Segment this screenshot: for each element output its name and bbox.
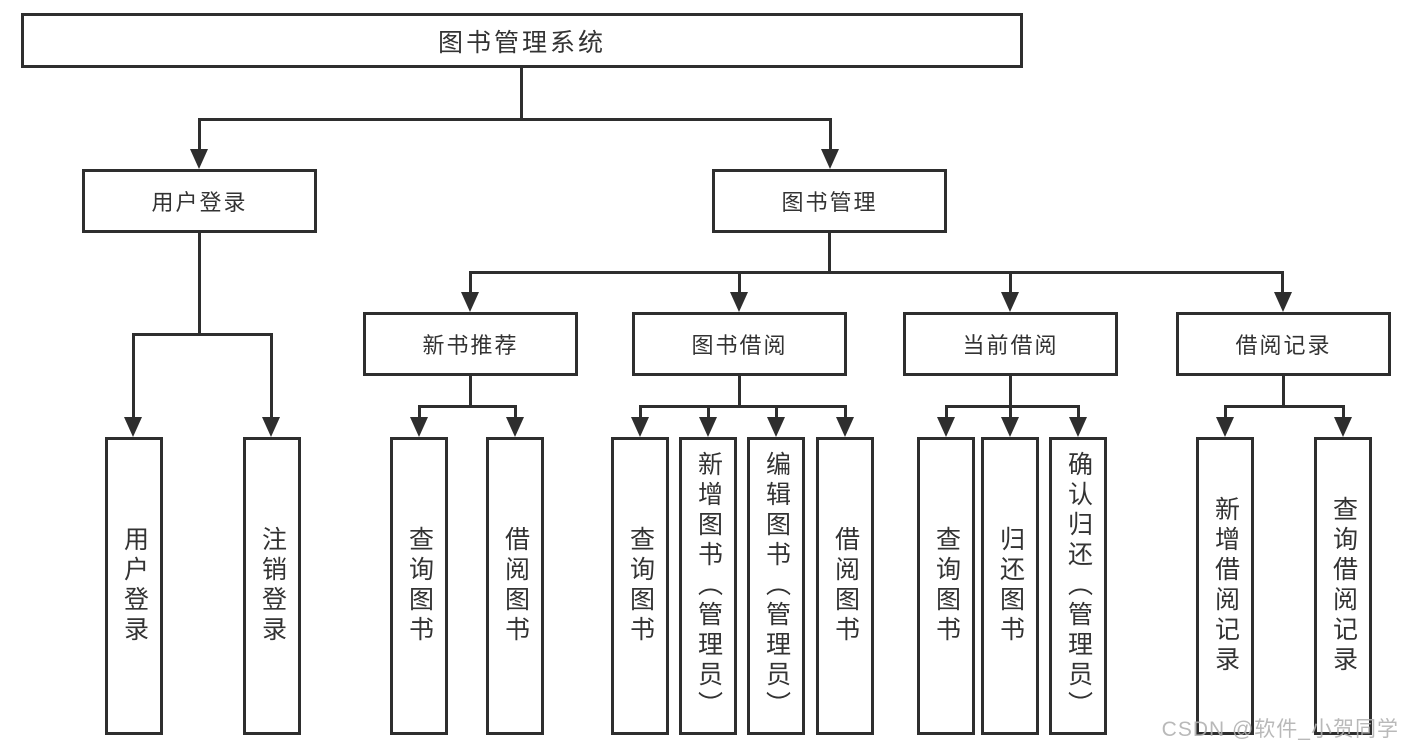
connector-line-vertical <box>132 333 135 419</box>
leaf-borrow-books: 借阅图书 <box>816 437 874 735</box>
node-new-book-recommend: 新书推荐 <box>363 312 578 376</box>
connector-line-vertical <box>520 68 523 120</box>
connector-line-vertical <box>469 271 472 294</box>
node-label: 确认归还（管理员） <box>1064 451 1093 721</box>
connector-line-vertical <box>270 333 273 419</box>
leaf-add-borrow-record: 新增借阅记录 <box>1196 437 1254 735</box>
connector-line-vertical <box>198 233 201 336</box>
node-label: 图书管理系统 <box>437 28 606 57</box>
leaf-edit-books-admin: 编辑图书（管理员） <box>747 437 805 735</box>
connector-line-horizontal <box>639 405 846 408</box>
leaf-return-books: 归还图书 <box>981 437 1039 735</box>
connector-line-vertical <box>738 271 741 294</box>
arrowhead-down-icon <box>821 149 839 169</box>
connector-line-horizontal <box>469 271 1284 274</box>
leaf-logout: 注销登录 <box>243 437 301 735</box>
connector-line-horizontal <box>198 118 832 121</box>
arrowhead-down-icon <box>506 417 524 437</box>
node-label: 注销登录 <box>258 526 287 646</box>
leaf-query-borrow-record: 查询借阅记录 <box>1314 437 1372 735</box>
connector-line-vertical <box>945 405 948 419</box>
connector-line-vertical <box>1224 405 1227 419</box>
leaf-confirm-return-admin: 确认归还（管理员） <box>1049 437 1107 735</box>
arrowhead-down-icon <box>190 149 208 169</box>
node-label: 用户登录 <box>151 190 248 215</box>
connector-line-vertical <box>418 405 421 419</box>
node-root-library-management-system: 图书管理系统 <box>21 13 1023 68</box>
connector-line-vertical <box>1282 376 1285 408</box>
node-label: 查询借阅记录 <box>1329 496 1358 676</box>
connector-line-vertical <box>828 233 831 274</box>
arrowhead-down-icon <box>410 417 428 437</box>
connector-line-vertical <box>1281 271 1284 294</box>
node-label: 编辑图书（管理员） <box>762 451 791 721</box>
node-label: 新增图书（管理员） <box>694 451 723 721</box>
node-label: 归还图书 <box>996 526 1025 646</box>
node-label: 借阅记录 <box>1235 333 1332 358</box>
connector-line-vertical <box>738 376 741 408</box>
connector-line-vertical <box>1009 271 1012 294</box>
arrowhead-down-icon <box>730 292 748 312</box>
connector-line-vertical <box>1342 405 1345 419</box>
connector-line-vertical <box>639 405 642 419</box>
arrowhead-down-icon <box>262 417 280 437</box>
node-label: 借阅图书 <box>501 526 530 646</box>
arrowhead-down-icon <box>124 417 142 437</box>
connector-line-vertical <box>1077 405 1080 419</box>
connector-line-vertical <box>469 376 472 408</box>
node-label: 用户登录 <box>120 526 149 646</box>
connector-line-vertical <box>198 118 201 152</box>
node-label: 查询图书 <box>626 526 655 646</box>
arrowhead-down-icon <box>1216 417 1234 437</box>
connector-line-vertical <box>1009 405 1012 419</box>
node-label: 图书管理 <box>781 190 878 215</box>
arrowhead-down-icon <box>937 417 955 437</box>
connector-line-vertical <box>829 118 832 152</box>
connector-line-horizontal <box>1224 405 1344 408</box>
leaf-current-query-books: 查询图书 <box>917 437 975 735</box>
node-label: 新书推荐 <box>422 333 519 358</box>
connector-line-vertical <box>1009 376 1012 408</box>
csdn-watermark: CSDN @软件_小贺同学 <box>1161 718 1399 741</box>
leaf-add-books-admin: 新增图书（管理员） <box>679 437 737 735</box>
node-label: 查询图书 <box>932 526 961 646</box>
node-label: 当前借阅 <box>962 333 1059 358</box>
connector-line-horizontal <box>418 405 517 408</box>
arrowhead-down-icon <box>767 417 785 437</box>
arrowhead-down-icon <box>1334 417 1352 437</box>
node-borrow-records: 借阅记录 <box>1176 312 1391 376</box>
arrowhead-down-icon <box>461 292 479 312</box>
arrowhead-down-icon <box>1069 417 1087 437</box>
node-label: 查询图书 <box>405 526 434 646</box>
leaf-user-login: 用户登录 <box>105 437 163 735</box>
arrowhead-down-icon <box>699 417 717 437</box>
node-label: 图书借阅 <box>691 333 788 358</box>
arrowhead-down-icon <box>836 417 854 437</box>
arrowhead-down-icon <box>1274 292 1292 312</box>
connector-line-vertical <box>707 405 710 419</box>
connector-line-vertical <box>514 405 517 419</box>
connector-line-horizontal <box>132 333 273 336</box>
connector-line-vertical <box>844 405 847 419</box>
node-label: 借阅图书 <box>831 526 860 646</box>
node-label: 新增借阅记录 <box>1211 496 1240 676</box>
node-current-borrow: 当前借阅 <box>903 312 1118 376</box>
arrowhead-down-icon <box>1001 292 1019 312</box>
leaf-recommend-borrow-books: 借阅图书 <box>486 437 544 735</box>
leaf-borrow-query-books: 查询图书 <box>611 437 669 735</box>
arrowhead-down-icon <box>1001 417 1019 437</box>
arrowhead-down-icon <box>631 417 649 437</box>
node-book-management: 图书管理 <box>712 169 947 233</box>
leaf-recommend-query-books: 查询图书 <box>390 437 448 735</box>
connector-line-vertical <box>775 405 778 419</box>
connector-line-horizontal <box>945 405 1079 408</box>
node-user-login: 用户登录 <box>82 169 317 233</box>
node-book-borrow: 图书借阅 <box>632 312 847 376</box>
